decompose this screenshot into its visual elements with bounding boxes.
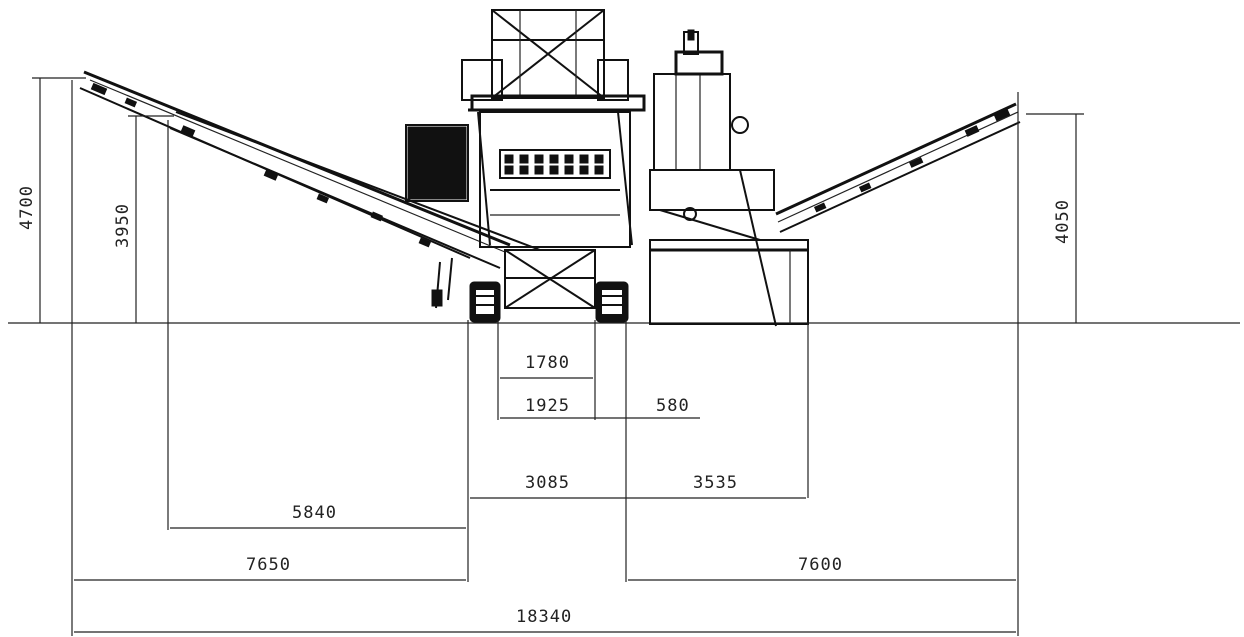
feeder-frame [461,9,646,112]
dim-right-reach: 7600 [798,555,843,575]
dim-height-right: 4050 [1053,199,1073,244]
dim-left-reach-inner: 5840 [292,503,337,523]
dim-overall-length: 18340 [516,607,572,627]
dim-center-left: 3085 [525,473,570,493]
engine-block [407,126,467,200]
dim-track-inner: 1780 [525,353,570,373]
dim-offset-right: 580 [656,396,690,416]
dim-height-left-inner: 3950 [113,203,133,248]
right-conveyor [775,102,1021,233]
dim-center-right: 3535 [693,473,738,493]
screen-box [477,111,633,248]
dim-left-reach-outer: 7650 [246,555,291,575]
dim-track-outer: 1925 [525,396,570,416]
dimension-lines [32,77,1084,636]
machine-body [79,9,1021,327]
dim-height-left-outer: 4700 [17,185,37,230]
undercarriage [469,249,629,323]
right-cabinet [649,29,809,327]
